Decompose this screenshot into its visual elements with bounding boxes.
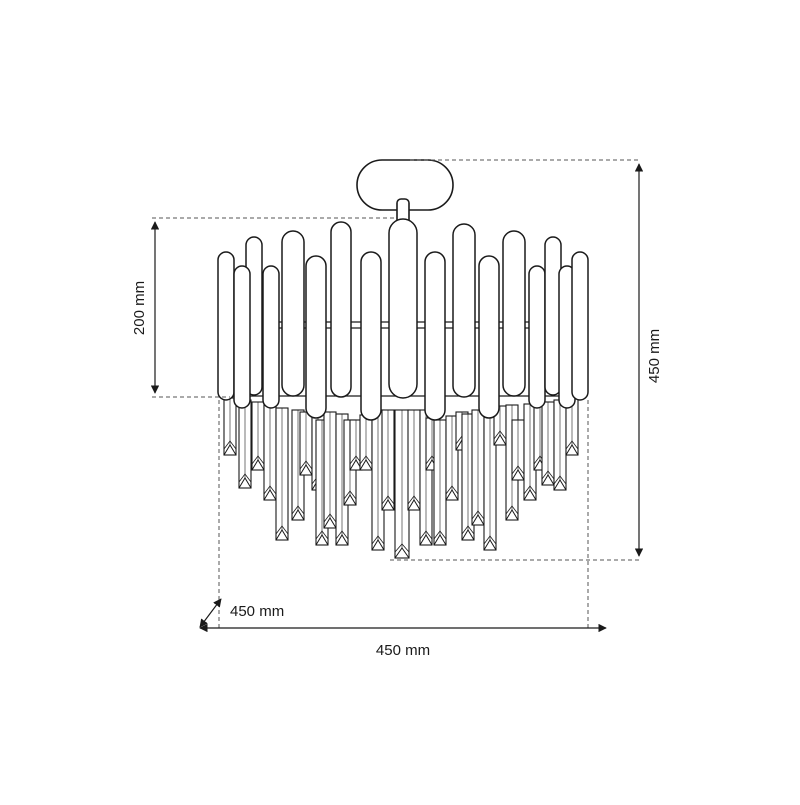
glass-rod bbox=[305, 255, 327, 419]
overall-height-label: 450 mm bbox=[646, 329, 663, 383]
crystal-prism bbox=[251, 401, 265, 471]
crystal-prism bbox=[323, 411, 337, 529]
glass-rod bbox=[452, 223, 476, 398]
crystal-prism bbox=[275, 407, 289, 541]
crystal-prism bbox=[433, 419, 447, 546]
crystal-prism bbox=[483, 407, 497, 551]
crystal-prism bbox=[493, 405, 507, 446]
glass-rod bbox=[571, 251, 589, 401]
glass-rod bbox=[424, 251, 446, 421]
width-label: 450 mm bbox=[376, 642, 430, 659]
crystal-prism bbox=[445, 415, 459, 501]
dimension-guides bbox=[152, 159, 640, 628]
crystal-prism bbox=[541, 401, 555, 486]
glass-rod bbox=[233, 265, 251, 409]
glass-rod bbox=[528, 265, 546, 409]
glass-rod bbox=[330, 221, 352, 398]
crystal-prism bbox=[461, 413, 475, 541]
crystal-prism bbox=[394, 409, 410, 559]
crystal-prism bbox=[381, 409, 395, 511]
glass-rod bbox=[388, 218, 418, 399]
crystal-prism bbox=[223, 397, 237, 456]
dimension-arrows bbox=[150, 163, 644, 633]
crystal-prism bbox=[553, 399, 567, 491]
glass-rod bbox=[217, 251, 235, 401]
glass-rod bbox=[360, 251, 382, 421]
crystal-prism bbox=[299, 411, 313, 476]
body-height-label: 200 mm bbox=[131, 281, 148, 335]
crystal-prism bbox=[359, 414, 373, 471]
depth-450-arrow bbox=[199, 598, 222, 628]
glass-rod bbox=[502, 230, 526, 397]
glass-rod bbox=[262, 265, 280, 409]
crystal-prism bbox=[238, 399, 252, 489]
glass-rod bbox=[281, 230, 305, 397]
crystal-prism bbox=[263, 404, 277, 501]
crystal-prisms bbox=[223, 397, 579, 559]
crystal-prism bbox=[407, 409, 421, 511]
crystal-prism bbox=[511, 419, 525, 481]
glass-rod bbox=[478, 255, 500, 419]
depth-label: 450 mm bbox=[230, 603, 284, 620]
crystal-prism bbox=[471, 409, 485, 526]
glass-rods bbox=[217, 218, 589, 421]
